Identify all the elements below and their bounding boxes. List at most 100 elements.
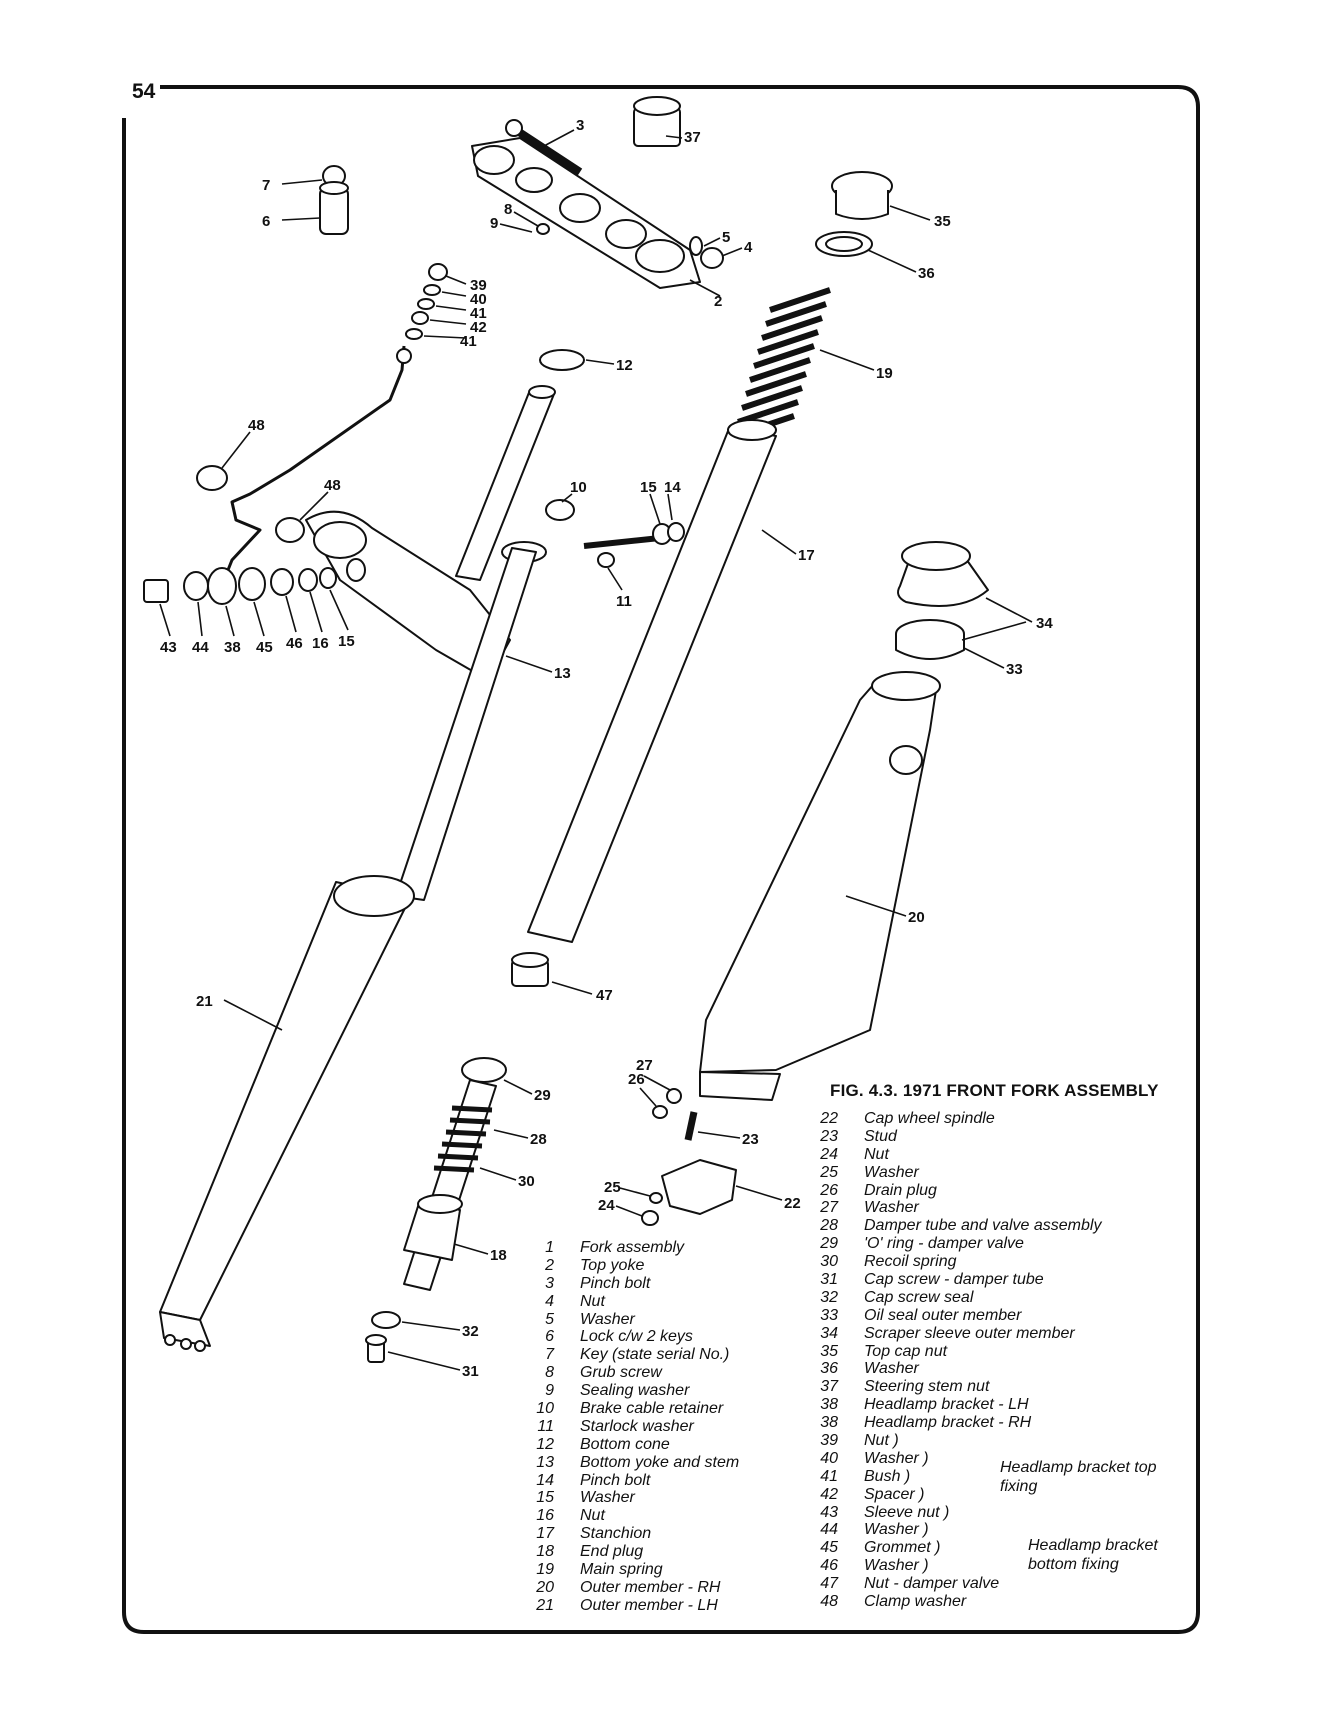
scraper-sleeve-part — [897, 541, 989, 607]
part-description: Stud — [864, 1127, 897, 1145]
part-description: Pinch bolt — [580, 1471, 651, 1489]
stud-part — [684, 1111, 698, 1141]
part-number: 13 — [536, 1453, 554, 1471]
part-row: 41 Bush ) — [808, 1468, 1268, 1486]
callout-34: 34 — [1036, 615, 1053, 632]
part-description: Cap screw seal — [864, 1288, 974, 1306]
callout-13: 13 — [554, 665, 571, 682]
part-number: 39 — [820, 1432, 838, 1450]
part-description: Grub screw — [580, 1364, 662, 1382]
part-drawings — [143, 96, 989, 1363]
callout-39: 39 — [470, 277, 487, 294]
headlamp-small-parts — [405, 263, 448, 340]
part-number: 4 — [545, 1292, 554, 1310]
callout-32: 32 — [462, 1323, 479, 1340]
group-note-bottom-fixing: Headlamp bracket — [1028, 1537, 1158, 1554]
part-description: End plug — [580, 1543, 644, 1561]
callout-15b: 15 — [338, 633, 355, 650]
callout-42: 42 — [470, 319, 487, 336]
part-description: Washer — [580, 1310, 635, 1328]
grub-screw-part — [536, 223, 550, 235]
part-row: 40 Washer ) — [808, 1450, 1268, 1468]
figure-title: FIG. 4.3. 1971 FRONT FORK ASSEMBLY — [830, 1081, 1159, 1100]
part-number: 19 — [536, 1561, 554, 1579]
bottom-yoke-part — [305, 510, 547, 681]
part-description: Sealing washer — [580, 1382, 690, 1400]
callout-46: 46 — [286, 635, 303, 652]
part-number: 24 — [820, 1145, 838, 1163]
part-number: 41 — [820, 1467, 838, 1485]
part-number: 43 — [820, 1503, 838, 1521]
part-number: 6 — [545, 1328, 554, 1346]
callout-28: 28 — [530, 1131, 547, 1148]
lock-part — [319, 165, 349, 235]
callout-25: 25 — [604, 1179, 621, 1196]
callout-2: 2 — [714, 293, 722, 310]
part-description: Key (state serial No.) — [580, 1346, 730, 1364]
part-description: Washer — [580, 1489, 635, 1507]
callout-24: 24 — [598, 1197, 615, 1214]
part-row: 8 Grub screw — [524, 1364, 824, 1382]
part-row: 4 Nut — [524, 1293, 824, 1311]
callout-21: 21 — [196, 993, 213, 1010]
part-description: Top cap nut — [864, 1342, 948, 1360]
part-number: 2 — [545, 1256, 554, 1274]
part-number: 29 — [820, 1235, 838, 1253]
part-description: Nut — [580, 1292, 605, 1310]
bottom-cone-part — [539, 349, 585, 371]
part-number: 42 — [820, 1485, 838, 1503]
part-description: Outer member - RH — [580, 1578, 721, 1596]
part-description: Washer — [864, 1199, 919, 1217]
clamp-washer-part — [196, 465, 228, 491]
callout-41b: 41 — [460, 333, 477, 350]
part-description: Bush ) — [864, 1467, 911, 1485]
callout-45: 45 — [256, 639, 273, 656]
part-description: Grommet ) — [864, 1539, 941, 1557]
cap-screw-seal-part — [371, 1311, 401, 1329]
part-number: 45 — [820, 1539, 838, 1557]
part-number: 46 — [820, 1557, 838, 1575]
part-number: 1 — [545, 1239, 554, 1256]
part-description: Recoil spring — [864, 1253, 957, 1271]
part-description: Nut — [580, 1507, 605, 1525]
callout-18: 18 — [490, 1247, 507, 1264]
outer-member-rh-part — [699, 671, 941, 1101]
part-number: 8 — [545, 1364, 554, 1382]
part-description: Damper tube and valve assembly — [864, 1217, 1102, 1235]
washer-25-part — [649, 1192, 663, 1204]
callout-47: 47 — [596, 987, 613, 1004]
callout-5: 5 — [722, 229, 730, 246]
part-number: 38 — [820, 1396, 838, 1414]
pinch-bolt-3-part — [505, 119, 583, 176]
part-description: Main spring — [580, 1561, 663, 1579]
callout-14: 14 — [664, 479, 681, 496]
callout-3: 3 — [576, 117, 584, 134]
nut-4-part — [700, 247, 724, 269]
washer-5-part — [689, 236, 703, 256]
group-note-bottom-fixing-2: bottom fixing — [1028, 1556, 1119, 1573]
callout-12: 12 — [616, 357, 633, 374]
part-number: 33 — [820, 1306, 838, 1324]
callout-6: 6 — [262, 213, 270, 230]
part-number: 47 — [820, 1575, 838, 1593]
callout-44: 44 — [192, 639, 209, 656]
callout-35: 35 — [934, 213, 951, 230]
part-description: Oil seal outer member — [864, 1306, 1022, 1324]
part-number: 12 — [536, 1435, 554, 1453]
part-number: 40 — [820, 1449, 838, 1467]
part-description: Washer ) — [864, 1449, 929, 1467]
